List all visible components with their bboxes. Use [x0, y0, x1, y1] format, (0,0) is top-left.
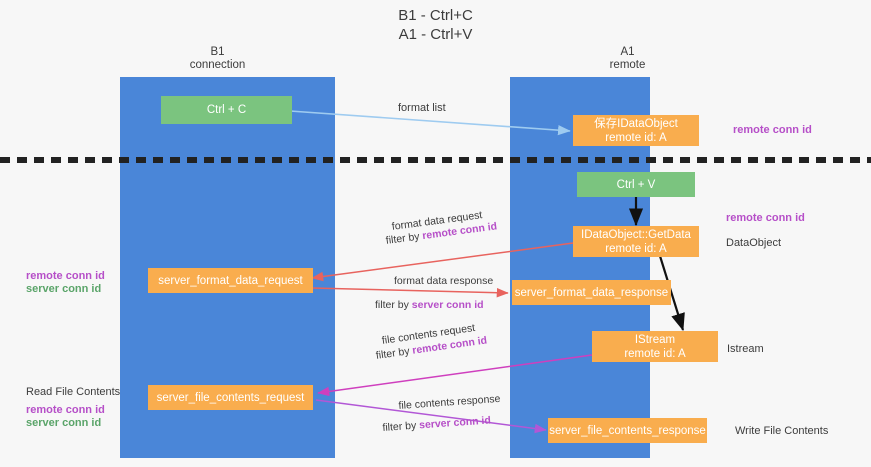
filter-value-server-conn-id: server conn id: [418, 414, 492, 432]
edge-label-format-data-response-filter: filter by server conn id: [375, 298, 484, 313]
box-server-format-data-request[interactable]: server_format_data_request: [148, 268, 313, 293]
edge-label-file-contents-response-text: file contents response: [398, 392, 501, 412]
filter-value-server-conn-id: server conn id: [411, 299, 484, 311]
edge-label-file-contents-response: file contents response: [398, 392, 501, 414]
box-ctrl-c[interactable]: Ctrl + C: [161, 96, 292, 124]
side-label-row2-remote-conn-id: remote conn id: [726, 212, 805, 224]
box-ctrl-v[interactable]: Ctrl + V: [577, 172, 695, 197]
box-server-file-contents-response[interactable]: server_file_contents_response: [548, 418, 707, 443]
side-label-left-row5-remote-conn-id: remote conn id: [26, 404, 105, 416]
column-header-b1: B1 connection: [189, 46, 246, 71]
box-server-file-contents-request[interactable]: server_file_contents_request: [148, 385, 313, 410]
filter-prefix: filter by: [375, 299, 412, 311]
phase-divider: [0, 157, 871, 163]
column-header-a1: A1 remote: [609, 46, 646, 71]
box-idataobject-getdata[interactable]: IDataObject::GetData remote id: A: [573, 226, 699, 257]
side-label-read-file-contents: Read File Contents: [26, 386, 121, 398]
box-server-format-data-response[interactable]: server_format_data_response: [512, 280, 671, 305]
side-label-left-row5-server-conn-id: server conn id: [26, 417, 102, 429]
edge-label-format-data-response-text: format data response: [394, 275, 494, 287]
box-istream[interactable]: IStream remote id: A: [592, 331, 718, 362]
side-label-istream: Istream: [727, 343, 764, 355]
side-label-left-row3-remote-conn-id: remote conn id: [26, 270, 105, 282]
side-label-left-row3-server-conn-id: server conn id: [26, 283, 102, 295]
diagram-title: B1 - Ctrl+C A1 - Ctrl+V: [398, 7, 473, 43]
filter-prefix: filter by: [382, 419, 420, 434]
edge-label-format-list: format list: [398, 102, 446, 114]
box-save-idataobject[interactable]: 保存IDataObject remote id: A: [573, 115, 699, 146]
filter-prefix: filter by: [375, 344, 414, 362]
side-label-row1-remote-conn-id: remote conn id: [733, 124, 812, 136]
side-label-row2-dataobject: DataObject: [726, 237, 782, 249]
edge-label-format-data-response: format data response: [394, 274, 493, 289]
edge-label-file-contents-response-filter: filter by server conn id: [382, 413, 491, 436]
side-label-write-file-contents: Write File Contents: [735, 425, 829, 437]
filter-prefix: filter by: [385, 230, 424, 247]
